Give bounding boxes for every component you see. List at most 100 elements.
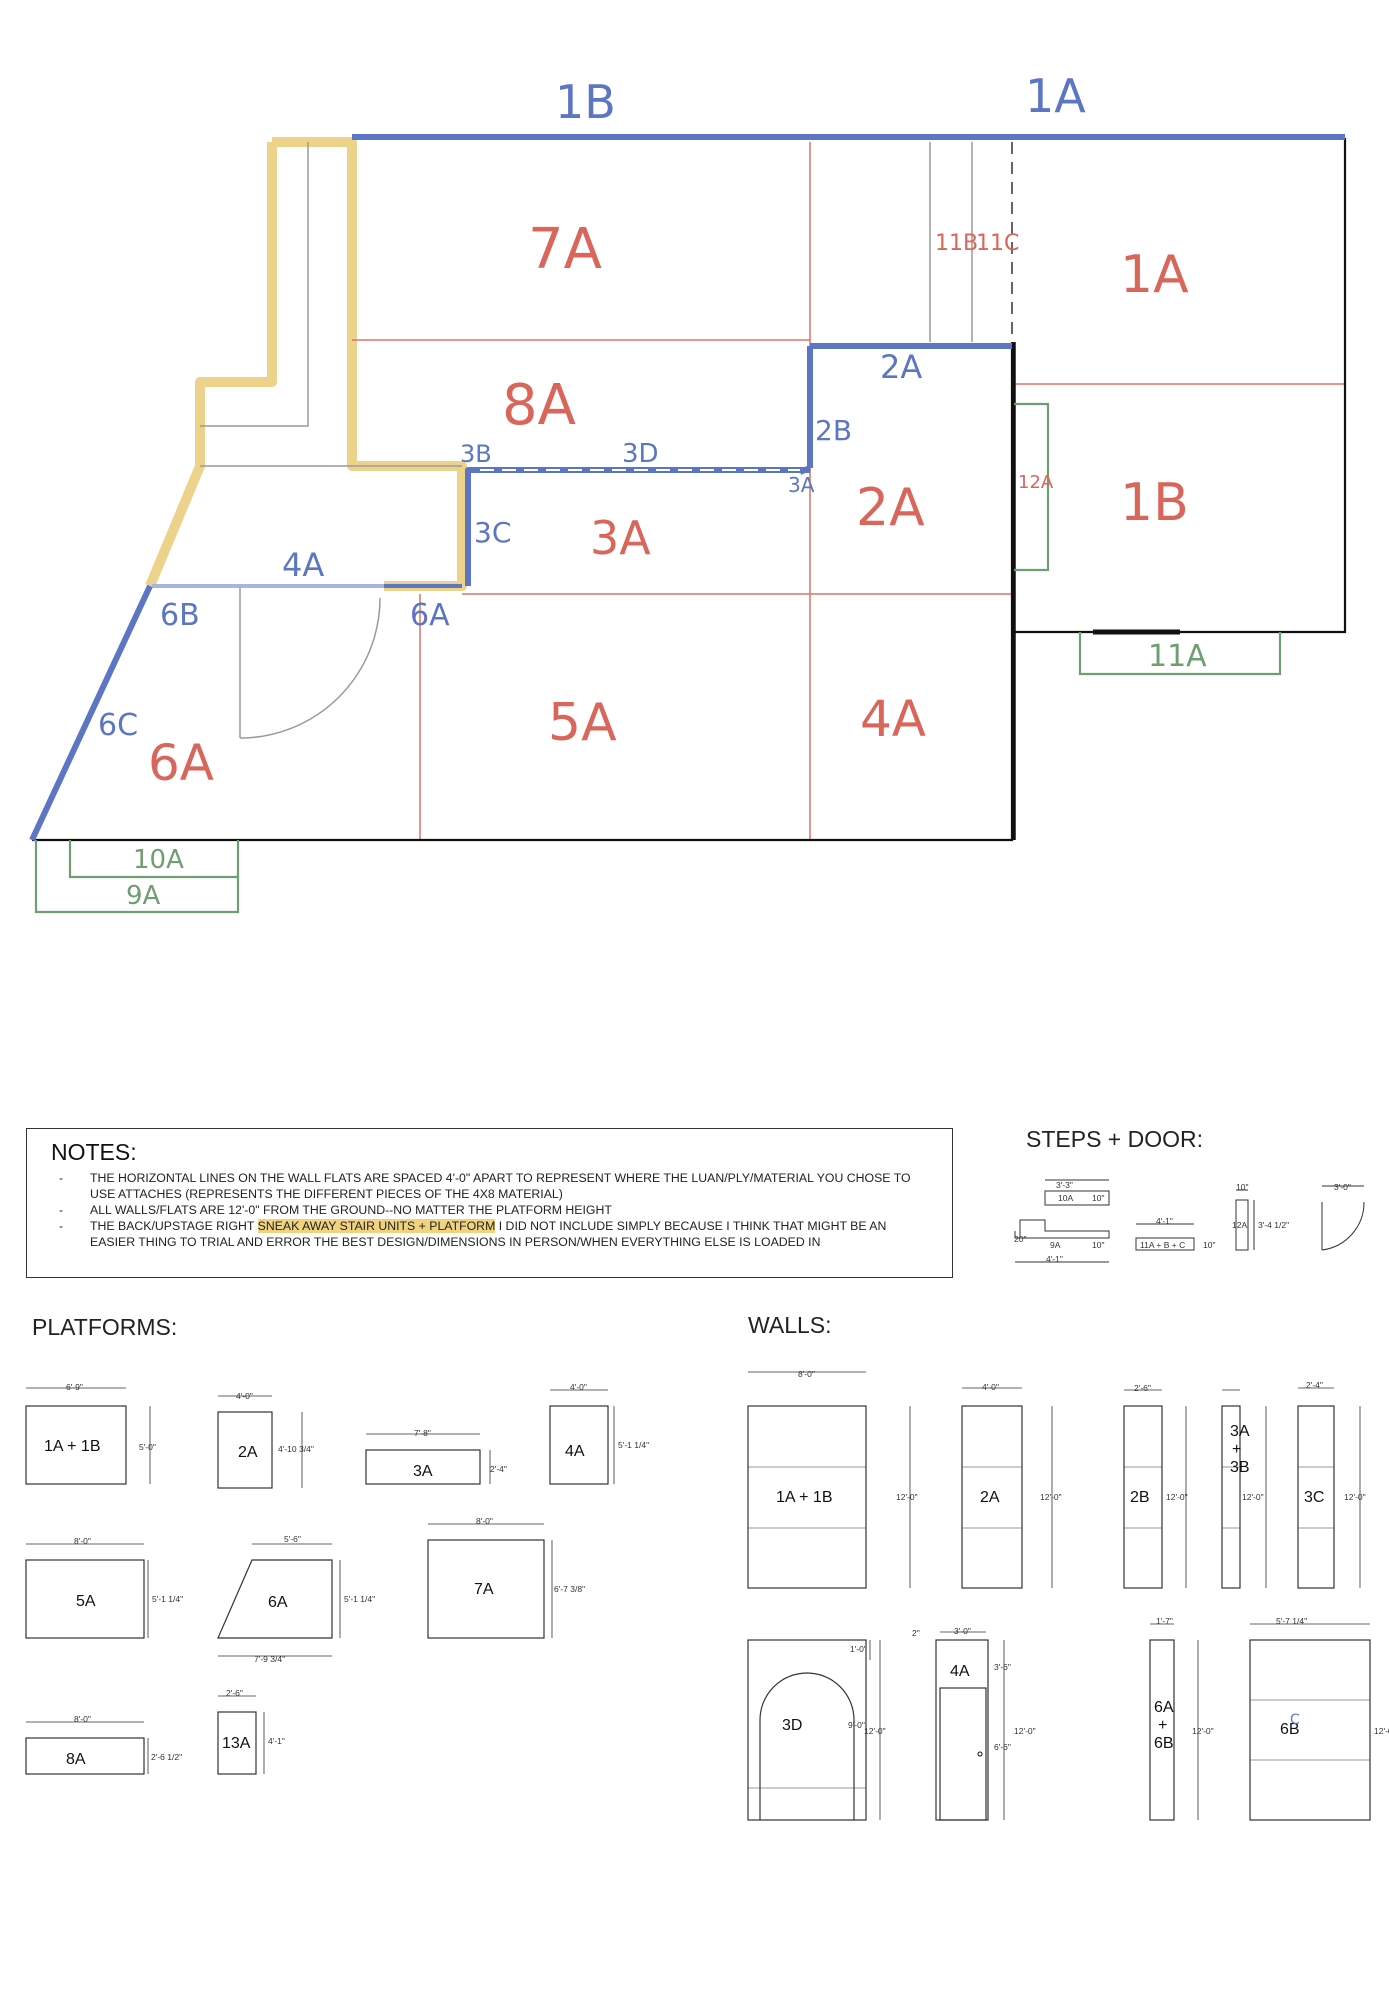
wall-9-mark: C: [1290, 1712, 1300, 1728]
wall-label-3a: 3A: [788, 473, 815, 497]
step-1-bottom-label: 9A: [1050, 1240, 1061, 1250]
platform-7-height: 6'-7 3/8": [554, 1584, 585, 1594]
platform-2-width: 4'-0": [236, 1391, 253, 1401]
step-drawing-12a: 10" 12A 3'-4 1/2": [1232, 1182, 1289, 1251]
notes-box: NOTES: THE HORIZONTAL LINES ON THE WALL …: [26, 1128, 953, 1278]
wall-label-2a: 2A: [880, 348, 922, 386]
platform-8-width: 8'-0": [74, 1714, 91, 1724]
platform-5-width: 8'-0": [74, 1536, 91, 1546]
wall-7-width: 3'-0": [954, 1626, 971, 1636]
wall-6a-6b: 6A + 6B 1'-7" 12'-0": [1149, 1616, 1214, 1821]
note-3-highlight: SNEAK AWAY STAIR UNITS + PLATFORM: [257, 1219, 496, 1233]
wall-3-label: 2B: [1130, 1489, 1150, 1506]
wall-2b: 2B 2'-6" 12'-0": [1123, 1383, 1188, 1589]
step-1-top-label: 10A: [1058, 1193, 1073, 1203]
platform-label-7a: 7A: [528, 217, 602, 282]
notes-title: NOTES:: [51, 1139, 137, 1165]
wall-8-label-a: 6A: [1154, 1699, 1174, 1716]
wall-8-height: 12'-0": [1192, 1726, 1214, 1736]
door-drawing: 3'-0": [1321, 1182, 1365, 1251]
platform-8-height: 2'-6 1/2": [151, 1752, 182, 1762]
note-3-pre: THE BACK/UPSTAGE RIGHT: [90, 1219, 258, 1233]
wall-3-width: 2'-6": [1134, 1383, 1151, 1393]
wall-2-height: 12'-0": [1040, 1492, 1062, 1502]
platform-3a: 3A 7'-8" 2'-4": [365, 1428, 507, 1485]
wall-1a-1b: 1A + 1B 8'-0" 12'-0": [747, 1369, 918, 1589]
platform-13a: 13A 2'-6" 4'-1": [217, 1688, 285, 1775]
platform-4-height: 5'-1 1/4": [618, 1440, 649, 1450]
wall-label-1a-top: 1A: [1025, 69, 1086, 123]
wall-9-label: 6B: [1280, 1721, 1300, 1738]
platform-13-width: 2'-6": [226, 1688, 243, 1698]
wall-4-label-a: 3A: [1230, 1423, 1250, 1440]
wall-5-label: 3C: [1304, 1489, 1324, 1506]
ground-plan: 1B 1A 7A 8A 3A 5A 4A 6A 2A 1A 1B 2A 2B 3…: [29, 69, 1347, 914]
platform-6-height: 5'-1 1/4": [344, 1594, 375, 1604]
stair-outline-grey: [200, 142, 1013, 739]
wall-1-label: 1A + 1B: [776, 1489, 833, 1506]
platform-4a: 4A 4'-0" 5'-1 1/4": [549, 1382, 649, 1485]
step-2-height: 10": [1203, 1240, 1215, 1250]
walls-title: WALLS:: [748, 1312, 832, 1338]
platform-2-height: 4'-10 3/4": [278, 1444, 314, 1454]
wall-label-6c: 6C: [98, 708, 138, 743]
door-width: 3'-0": [1334, 1182, 1351, 1192]
step-label-11b: 11B: [935, 231, 978, 256]
note-3-post: I DID NOT INCLUDE SIMPLY BECAUSE I THINK…: [90, 1219, 887, 1249]
wall-6-height: 12'-0": [864, 1726, 886, 1736]
platforms-title: PLATFORMS:: [32, 1314, 178, 1340]
step-2-width: 4'-1": [1156, 1216, 1173, 1226]
platform-2a: 2A 4'-0" 4'-10 3/4": [217, 1391, 314, 1489]
platform-1a-1b: 1A + 1B 6'-9" 5'-0": [25, 1382, 156, 1485]
step-label-12a: 12A: [1018, 472, 1054, 493]
wall-6b: 6B C 5'-7 1/4" 12'-0": [1249, 1616, 1389, 1821]
platform-7-width: 8'-0": [476, 1516, 493, 1526]
wall-8-label-b: 6B: [1154, 1735, 1174, 1752]
platform-4-width: 4'-0": [570, 1382, 587, 1392]
wall-label-3b: 3B: [460, 440, 492, 468]
platform-6a: 6A 5'-6" 5'-1 1/4" 7'-9 3/4": [217, 1534, 375, 1664]
platform-8-label: 8A: [66, 1751, 86, 1768]
step-1-bottom-width: 4'-1": [1046, 1254, 1063, 1264]
step-drawing-11abc: 4'-1" 11A + B + C 10": [1135, 1216, 1215, 1251]
step-label-11a: 11A: [1148, 639, 1207, 674]
wall-6-label: 3D: [782, 1717, 802, 1734]
platform-5-label: 5A: [76, 1593, 96, 1610]
notes-list: THE HORIZONTAL LINES ON THE WALL FLATS A…: [49, 1170, 930, 1250]
wall-7-label: 4A: [950, 1663, 970, 1680]
steps-door-title: STEPS + DOOR:: [1026, 1126, 1204, 1152]
wall-8-width: 1'-7": [1156, 1616, 1173, 1626]
wall-1-width: 8'-0": [798, 1369, 815, 1379]
wall-8-label-plus: +: [1158, 1717, 1167, 1734]
platforms-title-wrap: PLATFORMS:: [20, 1314, 220, 1341]
walls-title-wrap: WALLS:: [736, 1312, 860, 1339]
wall-4-label-plus: +: [1232, 1441, 1241, 1458]
wall-2-width: 4'-0": [982, 1382, 999, 1392]
wall-7-height: 12'-0": [1014, 1726, 1036, 1736]
platform-drawings: 1A + 1B 6'-9" 5'-0" 2A 4'-0" 4'-10 3/4" …: [25, 1382, 649, 1775]
platform-13-height: 4'-1": [268, 1736, 285, 1746]
step-label-9a: 9A: [126, 881, 161, 911]
wall-label-6a: 6A: [410, 598, 450, 633]
step-1-top-height: 10": [1092, 1193, 1104, 1203]
wall-5-width: 2'-4": [1306, 1380, 1323, 1390]
step-3-width: 10": [1236, 1182, 1248, 1192]
platform-4-label: 4A: [565, 1443, 585, 1460]
platform-6-bottom-width: 7'-9 3/4": [254, 1654, 285, 1664]
step-1-width: 3'-3": [1056, 1180, 1073, 1190]
steps-door-drawings: 3'-3" 10A 10" 20" 9A 10" 4'-1" 4'-1" 11A…: [1014, 1179, 1365, 1264]
platform-label-1b: 1B: [1120, 473, 1189, 533]
step-1-bottom-height: 10": [1092, 1240, 1104, 1250]
wall-7-top: 3'-6": [994, 1662, 1011, 1672]
platform-label-6a: 6A: [148, 734, 214, 792]
platform-3-height: 2'-4": [490, 1464, 507, 1474]
step-3-label: 12A: [1232, 1220, 1247, 1230]
note-item: ALL WALLS/FLATS ARE 12'-0" FROM THE GROU…: [49, 1202, 930, 1218]
platform-lines-red: [352, 142, 1345, 840]
platform-label-1a: 1A: [1120, 245, 1189, 305]
wall-4a: 4A 2" 3'-0" 3'-6" 6'-6" 12'-0": [912, 1626, 1036, 1821]
platform-label-8a: 8A: [502, 373, 576, 438]
walls-blue: [29, 134, 1345, 842]
wall-label-1b-top: 1B: [555, 75, 616, 129]
stair-unit-highlight: [145, 137, 467, 591]
